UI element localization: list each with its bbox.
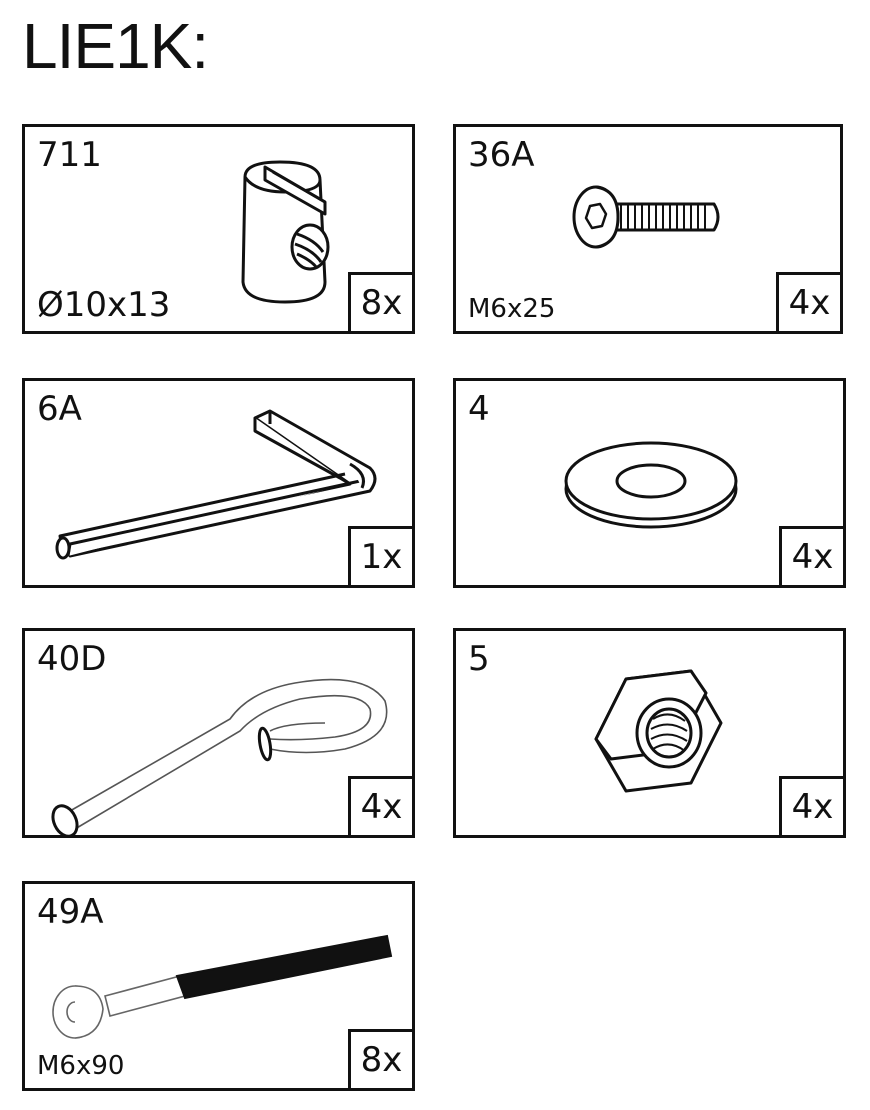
quantity-badge: 1x	[348, 526, 415, 588]
cross-dowel-icon	[241, 160, 330, 304]
part-card-5: 5 4x	[453, 628, 846, 838]
part-card-49a: 49A M6x90 8x	[22, 881, 415, 1091]
eye-hook-icon	[51, 678, 388, 838]
part-code: 711	[37, 135, 102, 175]
part-card-6a: 6A 1x	[22, 378, 415, 588]
part-code: 36A	[468, 135, 535, 175]
quantity-badge: 4x	[779, 526, 846, 588]
quantity-badge: 8x	[348, 272, 415, 334]
part-card-711: 711 Ø10x13 8x	[22, 124, 415, 334]
part-spec: Ø10x13	[37, 285, 171, 325]
quantity-badge: 4x	[779, 776, 846, 838]
part-card-4: 4 4x	[453, 378, 846, 588]
part-code: 4	[468, 389, 490, 429]
quantity-badge: 4x	[348, 776, 415, 838]
quantity-badge: 4x	[776, 272, 843, 334]
part-spec: M6x25	[468, 294, 556, 324]
part-code: 5	[468, 639, 490, 679]
part-spec: M6x90	[37, 1051, 125, 1081]
part-code: 6A	[37, 389, 82, 429]
part-code: 40D	[37, 639, 107, 679]
hex-socket-bolt-icon	[572, 185, 720, 249]
allen-key-icon	[55, 409, 377, 560]
long-bolt-icon	[52, 934, 393, 1039]
part-card-36a: 36A M6x25 4x	[453, 124, 843, 334]
washer-icon	[564, 441, 738, 529]
part-code: 49A	[37, 892, 104, 932]
quantity-badge: 8x	[348, 1029, 415, 1091]
hex-nut-icon	[594, 669, 723, 793]
page-title: LIE1K:	[22, 10, 209, 82]
part-card-40d: 40D 4x	[22, 628, 415, 838]
